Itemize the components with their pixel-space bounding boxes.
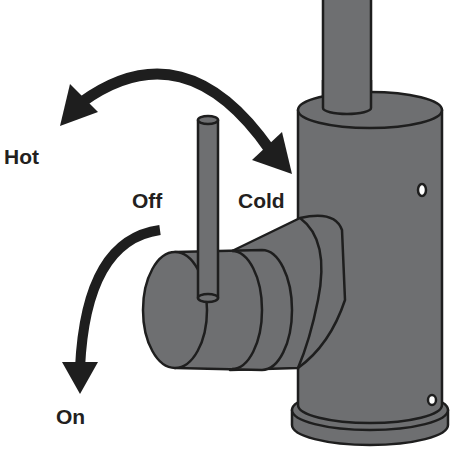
side-hole: [418, 184, 426, 196]
base-hole: [428, 395, 436, 405]
off-on-arrow: [80, 230, 160, 368]
arrowhead-on: [62, 362, 98, 394]
housing-edge: [298, 218, 321, 368]
direction-label: Off: [132, 190, 162, 211]
handle-band: [232, 251, 262, 369]
arrowhead-hot: [60, 84, 98, 126]
lever-base: [198, 294, 218, 302]
lever-rod: [198, 120, 218, 298]
hot-cold-arrow: [82, 74, 270, 150]
lever-top: [198, 116, 218, 124]
spout: [323, 0, 371, 113]
direction-label: On: [56, 406, 85, 427]
arrowhead-cold: [252, 132, 292, 174]
direction-label: Hot: [4, 146, 39, 167]
spout-edge: [323, 80, 371, 114]
direction-label: Cold: [238, 190, 285, 211]
spout-joint: [323, 80, 371, 112]
